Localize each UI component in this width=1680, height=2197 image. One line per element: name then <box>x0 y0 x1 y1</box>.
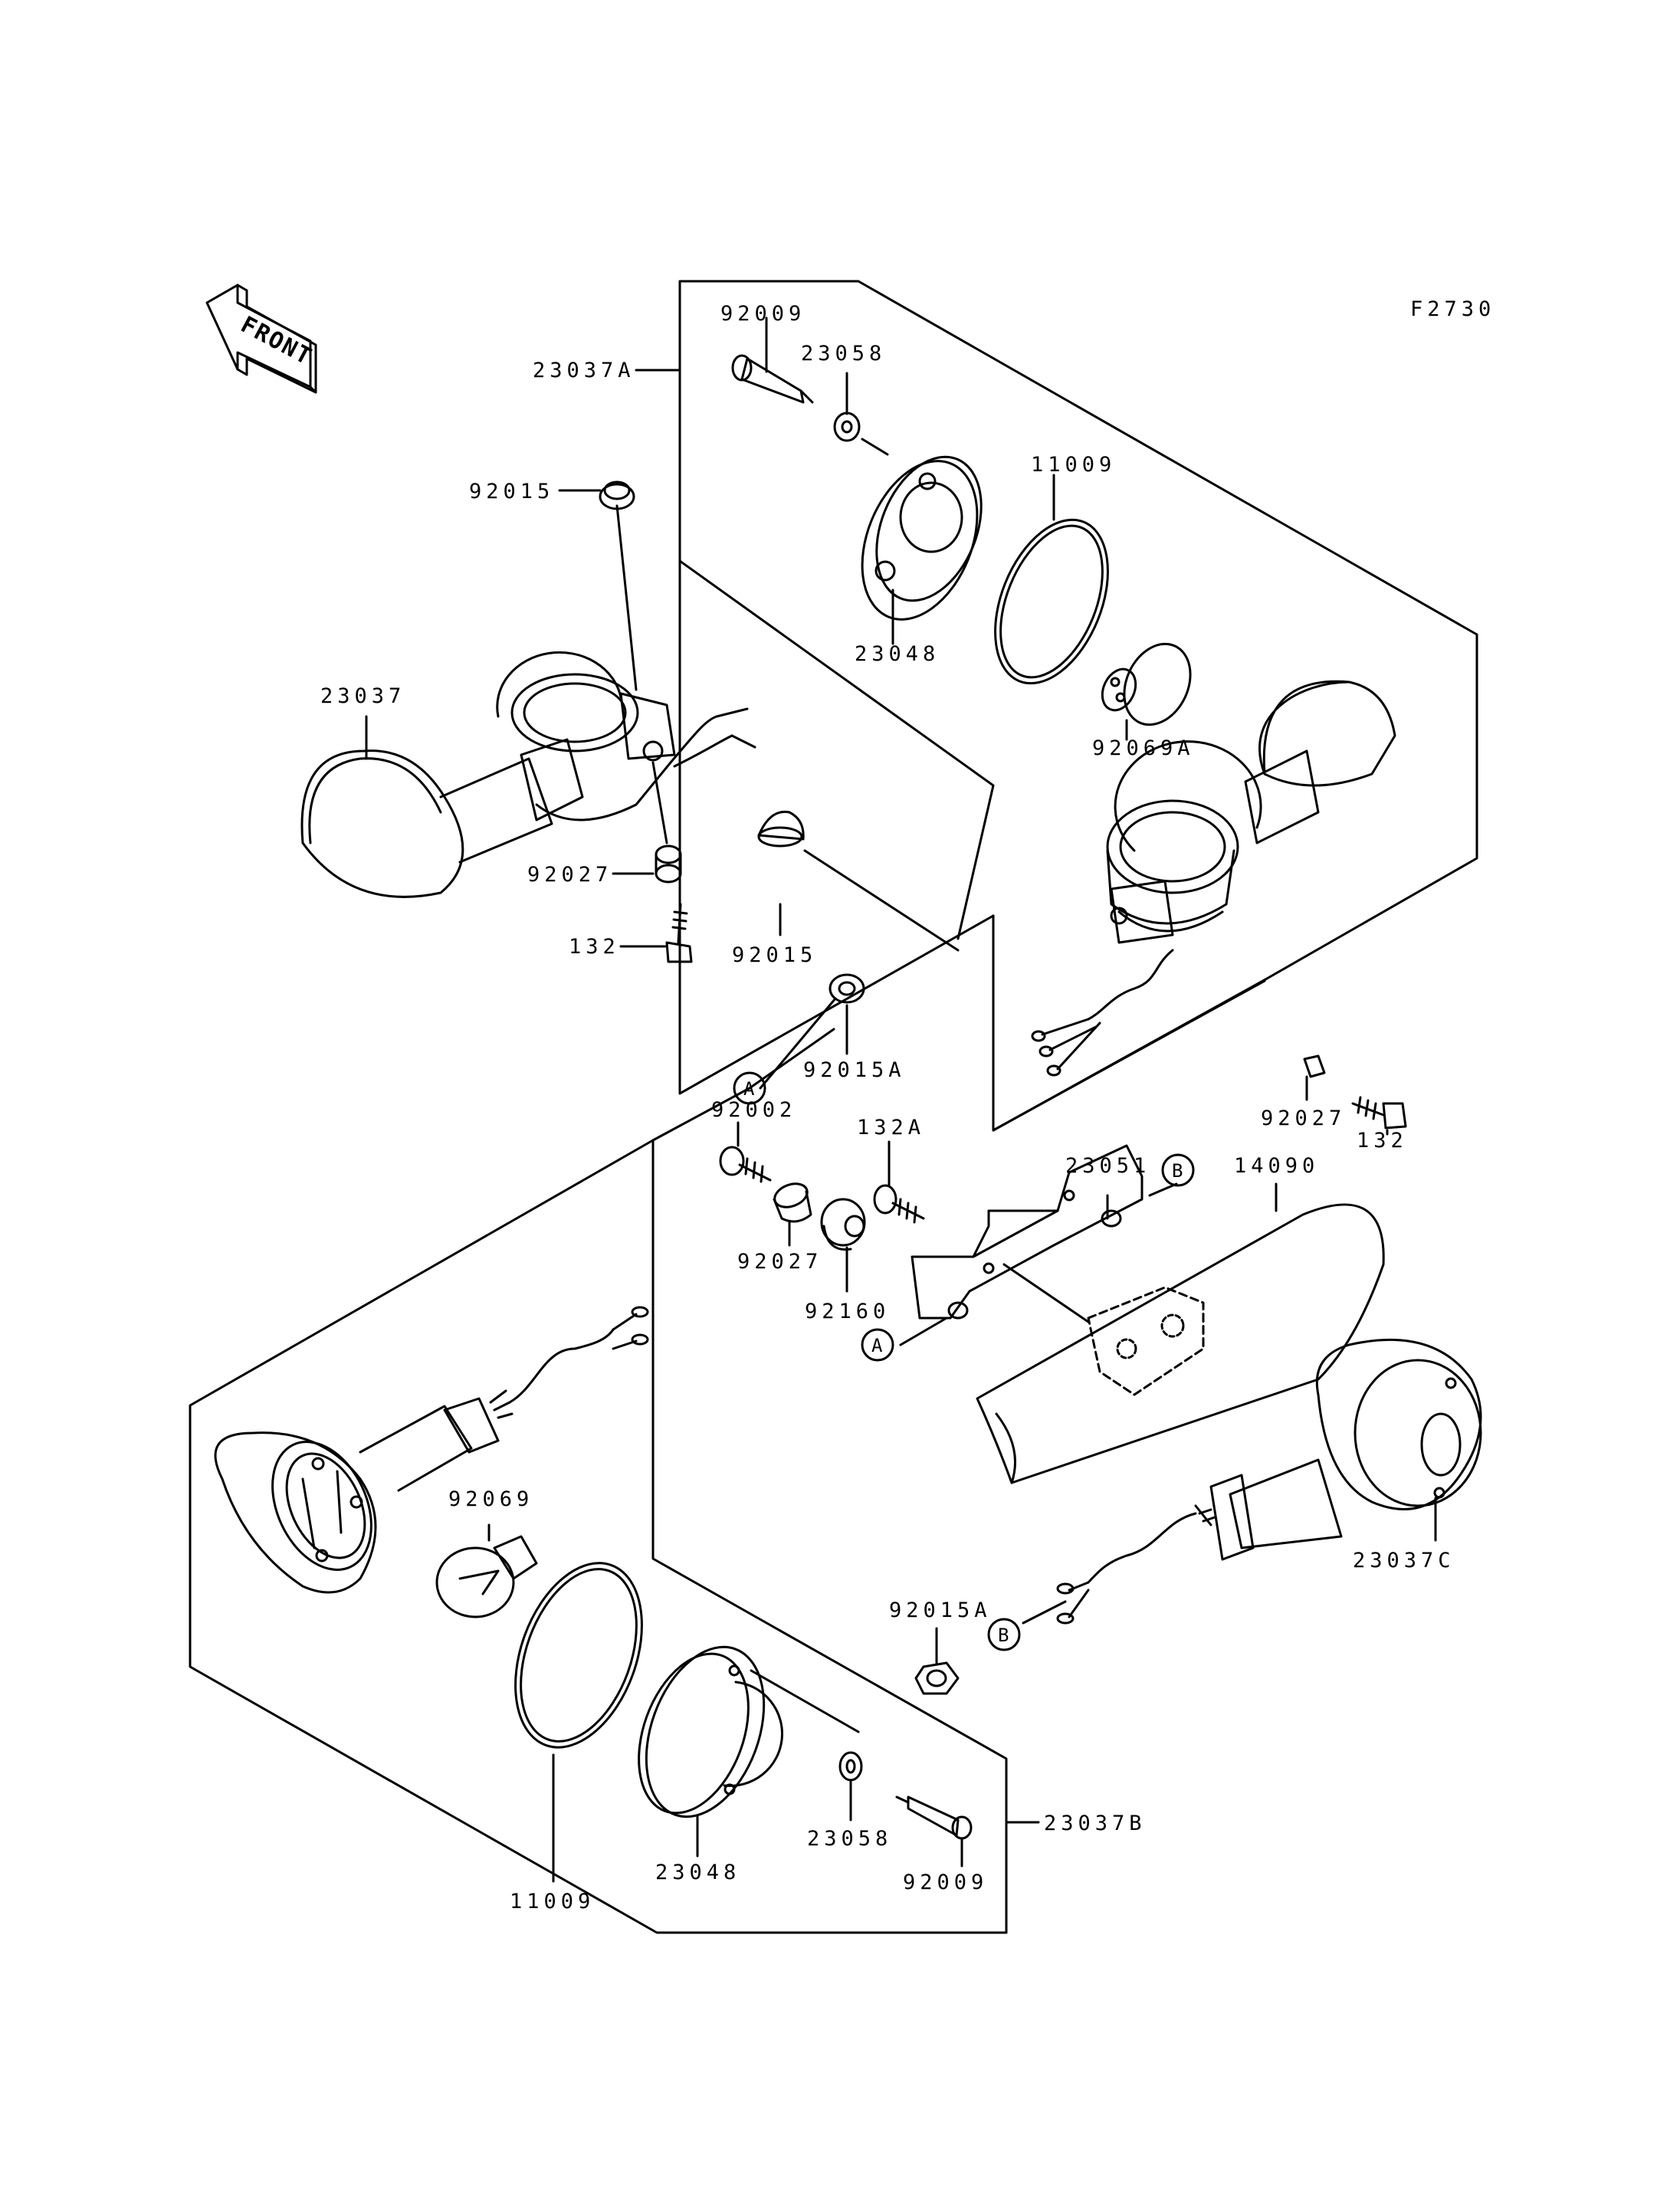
bulb-top <box>1101 642 1192 726</box>
ref-letter-a-top: A <box>743 1078 755 1100</box>
lens-bottom <box>638 1645 783 1818</box>
bolt-left <box>665 903 693 963</box>
label-132-right: 132 <box>1357 1129 1408 1153</box>
nut-cap-middle <box>757 810 960 952</box>
spacer-middle <box>773 1182 812 1223</box>
label-92027-left: 92027 <box>527 863 612 887</box>
boundary-left-assembly <box>189 1139 1008 1934</box>
ref-circle-b-bottom <box>987 1618 1021 1651</box>
ref-letter-b-top: B <box>1172 1160 1183 1182</box>
label-92015-mid: 92015 <box>732 943 817 967</box>
figure-code: F2730 <box>1410 297 1495 321</box>
label-92015a-top: 92015A <box>803 1058 906 1082</box>
grommet <box>820 1198 866 1251</box>
label-11009-top: 11009 <box>1031 453 1116 477</box>
turn-signal-rear-right <box>1056 1338 1482 1625</box>
boundary-right-assembly-zigzag <box>678 559 995 940</box>
label-92009-top: 92009 <box>720 302 806 326</box>
nut-left <box>599 480 638 691</box>
washer-top <box>833 412 861 442</box>
bulb-bottom <box>435 1535 538 1618</box>
label-132-left: 132 <box>569 935 620 959</box>
label-23048-top: 23048 <box>855 642 940 666</box>
label-92027-right: 92027 <box>1261 1107 1346 1130</box>
screw-top <box>731 354 814 404</box>
label-92002: 92002 <box>711 1098 796 1122</box>
turn-signal-left-upper <box>300 651 756 898</box>
spacer-right <box>1303 1054 1326 1078</box>
label-14090: 14090 <box>1234 1154 1319 1178</box>
o-ring-bottom <box>514 1562 643 1749</box>
spacer-left <box>651 761 682 884</box>
front-arrow-icon <box>205 284 317 394</box>
turn-signal-left-lower <box>214 1306 649 1594</box>
rear-fender <box>976 1203 1385 1484</box>
label-23037c: 23037C <box>1353 1549 1455 1572</box>
label-23037: 23037 <box>320 684 405 708</box>
label-23048-bottom: 23048 <box>655 1861 740 1884</box>
boundary-right-assembly <box>678 280 1478 1132</box>
ref-circle-a-bottom <box>861 1328 894 1362</box>
label-92015-left: 92015 <box>469 480 554 503</box>
bolt-right <box>1351 1096 1407 1130</box>
nut-flange-mid <box>829 973 865 1004</box>
label-132a: 132A <box>857 1116 925 1139</box>
washer-bottom <box>838 1751 863 1782</box>
label-23058-top: 23058 <box>801 342 886 366</box>
ref-circle-b-top <box>1161 1153 1195 1187</box>
label-92069a: 92069A <box>1092 736 1195 760</box>
label-92009-bottom: 92009 <box>903 1871 988 1894</box>
label-11009-bottom: 11009 <box>510 1890 595 1913</box>
turn-signal-right-upper <box>1031 680 1396 1077</box>
label-23037b: 23037B <box>1044 1812 1147 1835</box>
boundary-right-assembly-lower <box>992 914 1266 1132</box>
o-ring-top <box>994 518 1109 685</box>
ref-letter-a-bottom: A <box>871 1335 883 1356</box>
bolt-132a <box>873 1184 925 1224</box>
label-92015a-bottom: 92015A <box>889 1599 992 1622</box>
label-23058-bottom: 23058 <box>807 1827 892 1851</box>
screw-bottom <box>895 1795 973 1840</box>
label-92160: 92160 <box>805 1300 890 1323</box>
nut-flange-bottom <box>914 1661 960 1695</box>
ref-circle-a-top <box>733 1071 766 1105</box>
bolt-92002 <box>719 1146 772 1183</box>
leader-lines <box>365 316 1437 1883</box>
lens-rim-top <box>861 455 983 621</box>
boundary-left-assembly-top <box>651 1028 835 1142</box>
label-92069: 92069 <box>448 1487 533 1511</box>
label-92027-mid: 92027 <box>737 1250 822 1274</box>
label-23051: 23051 <box>1065 1154 1150 1178</box>
label-23037a: 23037A <box>533 359 635 382</box>
ref-letter-b-bottom: B <box>998 1625 1009 1646</box>
